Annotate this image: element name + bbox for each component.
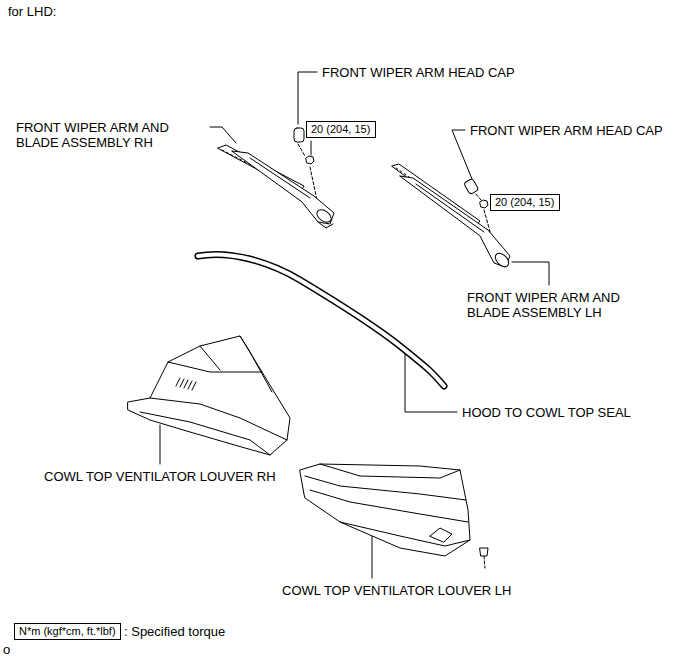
leader-line bbox=[210, 127, 236, 143]
cowl-louver-lh bbox=[300, 464, 488, 556]
torque-value: N*m (kgf*cm, ft.*lbf) bbox=[19, 625, 116, 638]
part-label: FRONT WIPER ARM HEAD CAP bbox=[322, 65, 515, 80]
head-cap bbox=[464, 178, 479, 194]
nut bbox=[480, 200, 488, 208]
part-label: FRONT WIPER ARM HEAD CAP bbox=[470, 123, 663, 138]
torque-value: 20 (204, 15) bbox=[311, 123, 371, 136]
install-line bbox=[484, 556, 485, 568]
torque-value: 20 (204, 15) bbox=[495, 196, 555, 209]
install-line bbox=[298, 144, 305, 156]
leader-line bbox=[160, 425, 161, 464]
cowl-louver-rh bbox=[128, 336, 290, 455]
head-cap bbox=[294, 128, 304, 142]
part-label: HOOD TO COWL TOP SEAL bbox=[462, 405, 631, 420]
wiper-arm-rh bbox=[218, 145, 334, 228]
part-label: COWL TOP VENTILATOR LOUVER LH bbox=[282, 583, 512, 598]
leader-line bbox=[452, 130, 472, 179]
leader-line bbox=[372, 530, 373, 578]
torque-box: N*m (kgf*cm, ft.*lbf): Specified torque bbox=[14, 623, 121, 640]
install-line bbox=[476, 194, 481, 200]
title: for LHD: bbox=[8, 4, 56, 19]
legend-note: : Specified torque bbox=[124, 624, 225, 639]
leader-line bbox=[311, 141, 312, 155]
leader-line bbox=[512, 262, 549, 285]
torque-box: 20 (204, 15) bbox=[490, 194, 560, 211]
nut bbox=[306, 156, 314, 164]
part-label: o bbox=[3, 642, 10, 657]
part-label: FRONT WIPER ARM AND BLADE ASSEMBLY LH bbox=[467, 290, 642, 320]
part-label: FRONT WIPER ARM AND BLADE ASSEMBLY RH bbox=[16, 120, 191, 150]
leader-line bbox=[298, 72, 317, 124]
leader-line bbox=[405, 354, 457, 412]
part-label: COWL TOP VENTILATOR LOUVER RH bbox=[44, 469, 276, 484]
torque-box: 20 (204, 15) bbox=[306, 121, 376, 138]
wiper-arm-lh bbox=[392, 164, 511, 269]
